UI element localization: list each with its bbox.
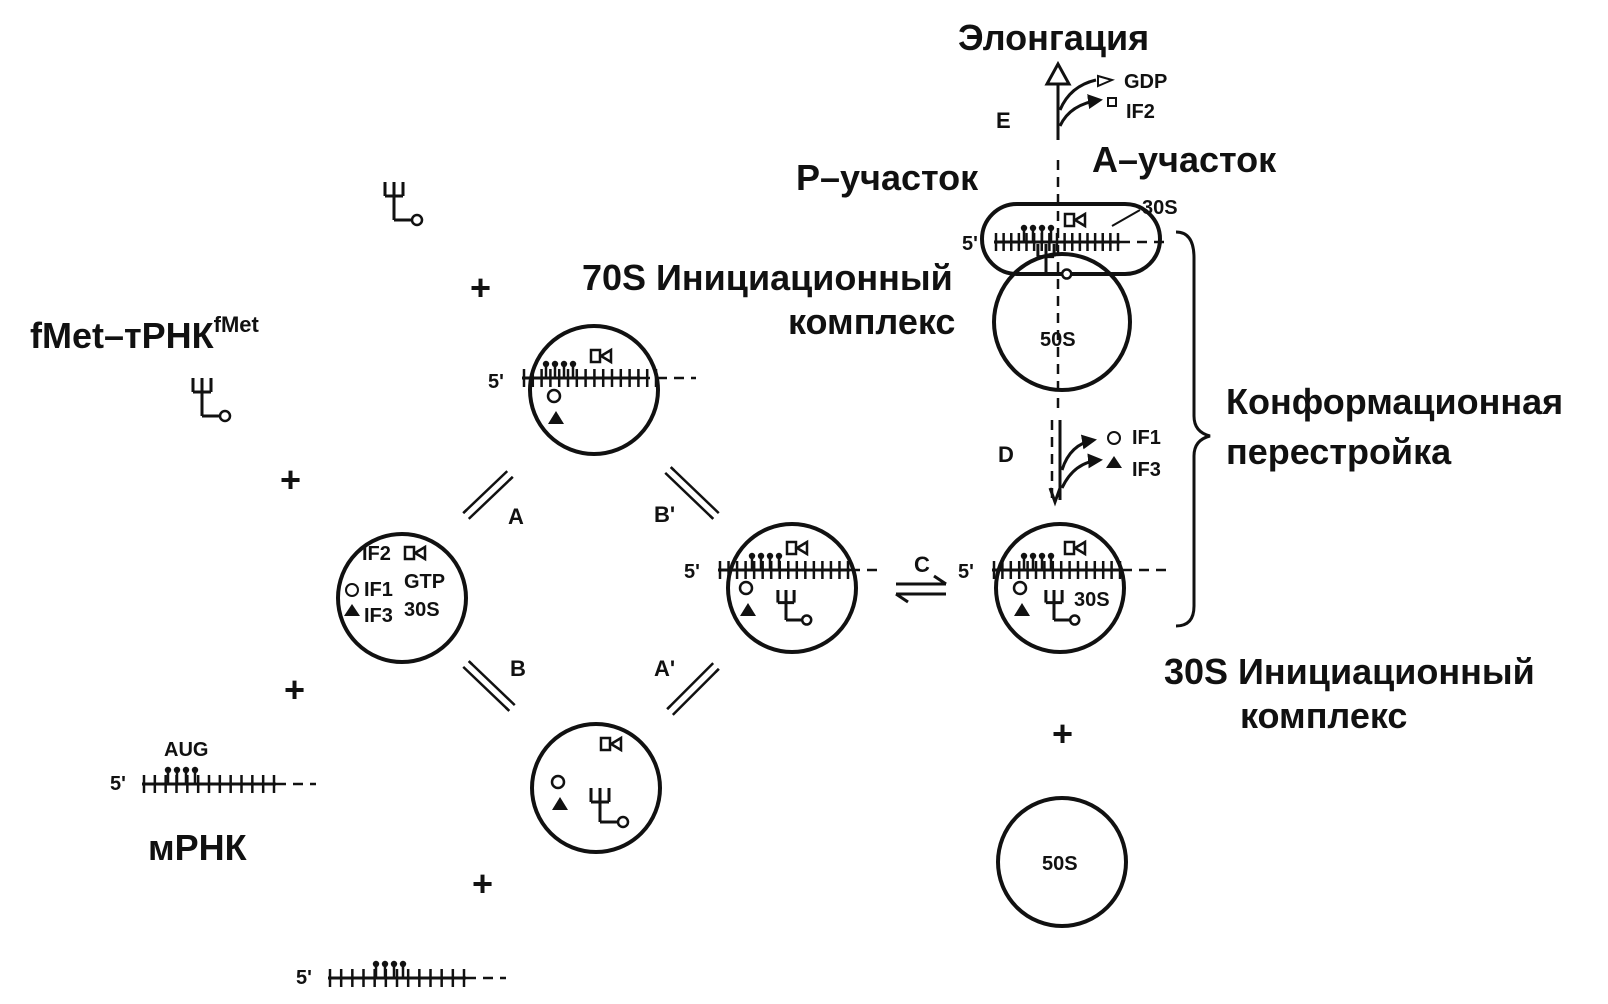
a-site-label: A–участок bbox=[1092, 139, 1277, 180]
step-a-label: A bbox=[508, 504, 524, 529]
mrna-ticks bbox=[522, 369, 658, 387]
p-site-label: P–участок bbox=[796, 157, 979, 198]
if2-release-label: IF2 bbox=[1126, 101, 1155, 123]
step-c-arrows bbox=[895, 574, 947, 604]
if2-gtp-icon bbox=[785, 539, 809, 557]
step-b-prime-label: B' bbox=[654, 502, 675, 527]
if2-gtp-icon bbox=[1063, 539, 1087, 557]
plus-4: + bbox=[472, 863, 493, 904]
step-b-prime-arrows bbox=[664, 466, 720, 520]
step-b-arrows bbox=[462, 660, 516, 712]
bracket bbox=[1175, 230, 1211, 628]
step-e-label: E bbox=[996, 108, 1011, 133]
five-prime-bottom: 5' bbox=[296, 967, 312, 989]
complex-30s-mrna: 5' bbox=[488, 324, 696, 456]
fmet-superscript: fMet bbox=[214, 312, 260, 337]
aug-codon-marks bbox=[1020, 224, 1055, 242]
complex-30s-full-left: 5' bbox=[684, 522, 884, 654]
central-gtp-label: GTP bbox=[404, 571, 445, 593]
complex-30s-label-line2: комплекс bbox=[1240, 695, 1407, 736]
step-d-label: D bbox=[998, 442, 1014, 467]
subunit-50s-top bbox=[992, 252, 1132, 392]
if3-release-label: IF3 bbox=[1132, 459, 1161, 481]
plus-5: + bbox=[1052, 713, 1073, 754]
if3-triangle-icon bbox=[552, 797, 568, 810]
aug-codon-marks bbox=[164, 766, 199, 784]
complex-70s-label-line2: комплекс bbox=[788, 301, 955, 342]
trna-glyph bbox=[1036, 244, 1073, 280]
central-if3-label: IF3 bbox=[364, 605, 393, 627]
if1-circle-icon bbox=[1012, 580, 1028, 596]
step-d-arrows bbox=[1048, 420, 1122, 507]
step-b-label: B bbox=[510, 656, 526, 681]
plus-1: + bbox=[470, 267, 491, 308]
central-if2-label: IF2 bbox=[362, 543, 391, 565]
aug-label: AUG bbox=[164, 739, 208, 761]
complex-30s-full-right: 5' 30S bbox=[958, 522, 1166, 654]
mrna-ticks bbox=[328, 969, 466, 987]
five-prime-right: 5' bbox=[958, 561, 974, 583]
complex-70s: 30S 50S 5' bbox=[962, 197, 1178, 392]
plus-2: + bbox=[280, 459, 301, 500]
central-30s-label: 30S bbox=[404, 599, 440, 621]
subunit-30s-top-label: 30S bbox=[1142, 197, 1178, 219]
mrna-label: мРНК bbox=[148, 827, 248, 868]
if3-triangle-icon bbox=[740, 603, 756, 616]
if1-circle-icon bbox=[550, 774, 566, 790]
trna-glyph bbox=[383, 182, 424, 227]
subunit-50s-bottom-label: 50S bbox=[1042, 853, 1078, 875]
gdp-release-arrow bbox=[1058, 74, 1115, 111]
complex-30s-ifs: IF2 IF1 GTP IF3 30S bbox=[336, 532, 468, 664]
aug-codon-marks bbox=[1020, 552, 1055, 570]
if3-triangle-icon bbox=[1014, 603, 1030, 616]
step-a-arrows bbox=[462, 470, 514, 520]
conformational-label-line2: перестройка bbox=[1226, 431, 1452, 472]
five-prime-70s: 5' bbox=[962, 233, 978, 255]
step-a-prime-label: A' bbox=[654, 656, 675, 681]
gdp-label: GDP bbox=[1124, 71, 1167, 93]
if2-gtp-icon bbox=[1063, 211, 1087, 229]
if2-gtp-icon bbox=[599, 735, 623, 753]
if1-circle-icon bbox=[738, 580, 754, 596]
mrna-70s: 5' bbox=[962, 224, 1170, 255]
complex-70s-label-line1: 70S Инициационный bbox=[582, 257, 953, 298]
mrna-left: 5' bbox=[110, 766, 316, 795]
central-if1-label: IF1 bbox=[364, 579, 393, 601]
trna-glyph bbox=[191, 378, 232, 423]
if1-release-label: IF1 bbox=[1132, 427, 1161, 449]
complex-30s-trna bbox=[530, 722, 662, 854]
trna-glyph bbox=[1044, 590, 1081, 626]
conformational-label-line1: Конформационная bbox=[1226, 381, 1563, 422]
step-c-label: C bbox=[914, 552, 930, 577]
aug-codon-marks bbox=[372, 960, 407, 978]
elongation-arrow bbox=[1044, 60, 1072, 140]
if3-triangle-icon bbox=[548, 411, 564, 424]
if2-gtp-icon bbox=[403, 544, 427, 562]
aug-codon-marks bbox=[542, 360, 577, 378]
subunit-50s-top-label: 50S bbox=[1040, 329, 1076, 351]
trna-glyph bbox=[776, 590, 813, 626]
fmet-trna-label: fMet–тРНКfMet bbox=[30, 312, 260, 356]
step-a-prime-arrows bbox=[666, 662, 720, 716]
subunit-30s-right-label: 30S bbox=[1074, 589, 1110, 611]
elongation-label: Элонгация bbox=[958, 17, 1149, 58]
mrna-ticks bbox=[142, 775, 276, 793]
plus-3: + bbox=[284, 669, 305, 710]
trna-glyph bbox=[589, 788, 630, 829]
aug-codon-marks bbox=[748, 552, 783, 570]
five-prime-top: 5' bbox=[488, 371, 504, 393]
five-prime-mid: 5' bbox=[684, 561, 700, 583]
subunit-50s-bottom: 50S bbox=[996, 796, 1128, 928]
complex-30s-label-line1: 30S Инициационный bbox=[1164, 651, 1535, 692]
mrna-ticks bbox=[992, 561, 1122, 579]
mrna-ticks bbox=[994, 233, 1120, 251]
five-prime-left: 5' bbox=[110, 773, 126, 795]
if2-gtp-icon bbox=[589, 347, 613, 365]
if1-circle-icon bbox=[546, 388, 562, 404]
if2-release-arrow bbox=[1058, 94, 1117, 127]
mrna-bottom: 5' bbox=[296, 960, 506, 989]
